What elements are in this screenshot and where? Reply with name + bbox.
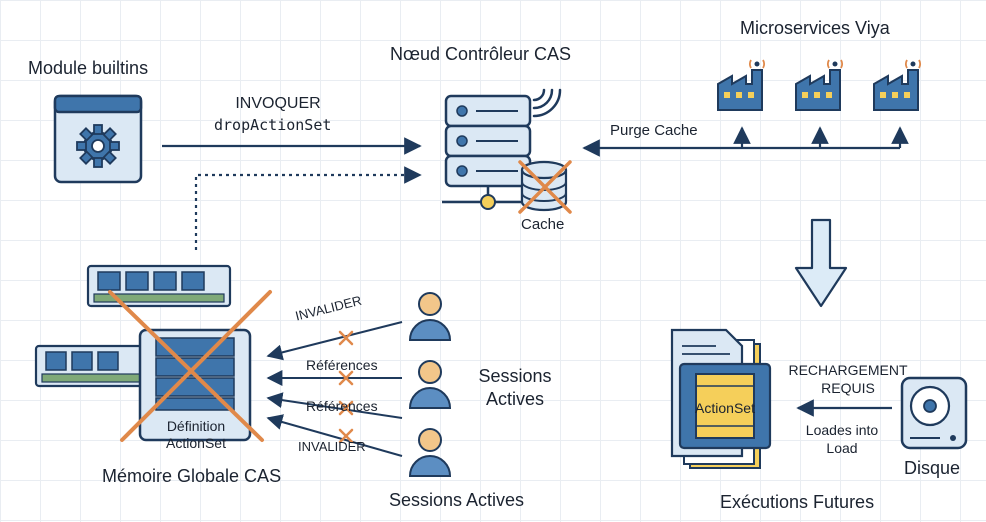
- sessions-bottom-label: Sessions Actives: [389, 490, 525, 510]
- user-icon: [408, 360, 452, 409]
- user-icon: [408, 428, 452, 477]
- flow-down-arrow-icon: [794, 218, 848, 308]
- disk-label: Disque: [904, 458, 961, 478]
- module-gear-icon: [53, 94, 143, 184]
- sessions-side-label-line2: Actives: [485, 389, 545, 409]
- definition-label-line2: ActionSet: [166, 435, 226, 451]
- hard-disk-icon: [900, 376, 968, 450]
- memory-controller-dotted-link: [194, 166, 422, 250]
- references-label-1: Références: [306, 357, 378, 373]
- purge-cache-label: Purge Cache: [610, 122, 698, 139]
- document-stack-icon: [670, 328, 772, 469]
- ram-module-icon-top: [86, 264, 232, 308]
- user-icon: [408, 292, 452, 341]
- controller-server-icon: [442, 94, 534, 210]
- global-memory-label: Mémoire Globale CAS: [102, 466, 282, 486]
- cache-label: Cache: [521, 216, 565, 233]
- reference-cross-mark-icons: [338, 330, 354, 444]
- microservice-factory-icon: [717, 59, 765, 111]
- reload-label-line1: RECHARGEMENT: [788, 362, 908, 378]
- invoke-action-label: dropActionSet: [214, 116, 332, 134]
- invoke-label: INVOQUER: [235, 95, 321, 112]
- wifi-signal-icon: [532, 88, 562, 118]
- sessions-side-label-line1: Sessions: [478, 366, 552, 386]
- ram-module-icon-left: [34, 344, 150, 388]
- actionset-label: ActionSet: [695, 400, 755, 416]
- cache-cross-mark-icon: [518, 160, 572, 214]
- microservice-factory-icon: [795, 59, 843, 111]
- microservice-factory-icon: [873, 59, 921, 111]
- session-reference-arrows: [266, 321, 403, 457]
- definition-label-line1: Définition: [166, 418, 226, 434]
- reload-label-line2: REQUIS: [821, 380, 875, 396]
- loads-label-line1: Loades into: [805, 422, 879, 438]
- future-runs-label: Exécutions Futures: [720, 492, 875, 512]
- references-label-2: Références: [306, 398, 378, 414]
- controller-label: Nœud Contrôleur CAS: [390, 44, 572, 64]
- memory-cross-mark-icon: [108, 290, 272, 442]
- microservices-label: Microservices Viya: [740, 18, 890, 38]
- invalidate-label-bottom: INVALIDER: [298, 439, 366, 454]
- module-builtins-label: Module builtins: [28, 58, 149, 78]
- purge-cache-connectors: [582, 126, 909, 157]
- loads-label-line2: Load: [826, 440, 858, 456]
